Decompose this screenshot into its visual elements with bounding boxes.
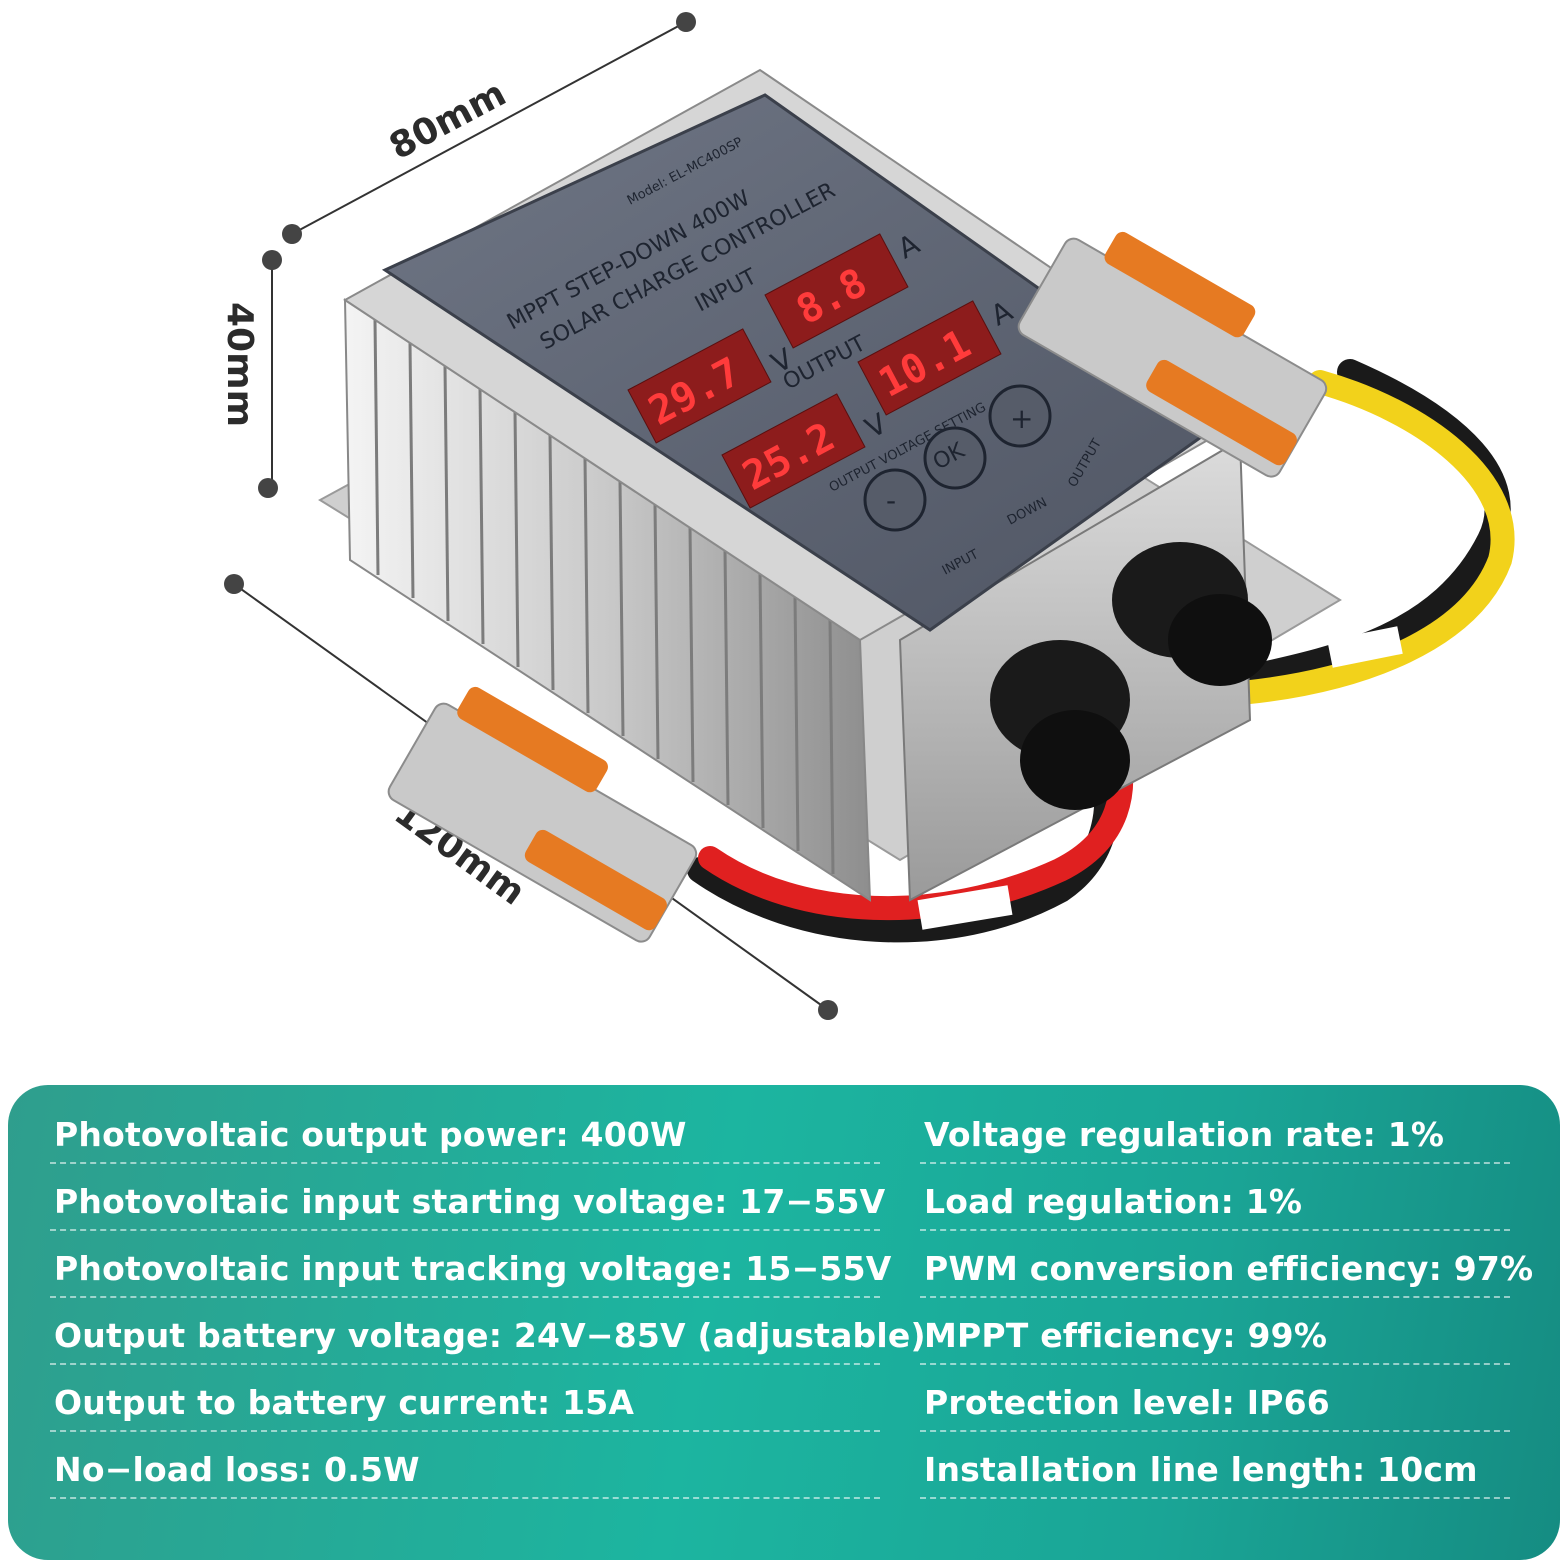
output-cable-gland <box>1112 542 1272 686</box>
specs-right-column: Voltage regulation rate: 1% Load regulat… <box>920 1085 1533 1499</box>
spec-protection-level: Protection level: IP66 <box>924 1383 1330 1422</box>
spec-line-length: Installation line length: 10cm <box>924 1450 1478 1489</box>
plus-button[interactable]: + <box>988 384 1052 448</box>
spec-row: Output to battery current: 15A <box>50 1365 880 1432</box>
spec-output-current: Output to battery current: 15A <box>54 1383 635 1422</box>
spec-row: Voltage regulation rate: 1% <box>920 1097 1510 1164</box>
spec-row: Photovoltaic output power: 400W <box>50 1097 880 1164</box>
spec-load-regulation: Load regulation: 1% <box>924 1182 1303 1221</box>
spec-row: Photovoltaic input starting voltage: 17−… <box>50 1164 885 1231</box>
spec-row: Protection level: IP66 <box>920 1365 1510 1432</box>
specs-left-column: Photovoltaic output power: 400W Photovol… <box>50 1085 926 1499</box>
spec-voltage-regulation: Voltage regulation rate: 1% <box>924 1115 1445 1154</box>
ok-button[interactable]: OK <box>923 426 987 490</box>
minus-button[interactable]: - <box>863 468 927 532</box>
spec-row: PWM conversion efficiency: 97% <box>920 1231 1533 1298</box>
spec-pwm-efficiency: PWM conversion efficiency: 97% <box>924 1249 1534 1288</box>
spec-mppt-efficiency: MPPT efficiency: 99% <box>924 1316 1328 1355</box>
output-voltage-display: 25.2 V <box>721 393 892 509</box>
spec-pv-start-voltage: Photovoltaic input starting voltage: 17−… <box>54 1182 886 1221</box>
spec-row: Installation line length: 10cm <box>920 1432 1510 1499</box>
heatsink-fins <box>373 319 835 875</box>
spec-row: Output battery voltage: 24V−85V (adjusta… <box>50 1298 926 1365</box>
spec-pv-tracking-voltage: Photovoltaic input tracking voltage: 15−… <box>54 1249 892 1288</box>
output-cables <box>1227 359 1515 704</box>
spec-row: Photovoltaic input tracking voltage: 15−… <box>50 1231 891 1298</box>
spec-no-load-loss: No−load loss: 0.5W <box>54 1450 420 1489</box>
dimension-40mm-label: 40mm <box>219 302 260 427</box>
minus-button-label: - <box>886 484 896 517</box>
dimension-40mm: 40mm <box>219 250 282 498</box>
spec-output-battery-voltage: Output battery voltage: 24V−85V (adjusta… <box>54 1316 926 1355</box>
input-cable-gland <box>990 640 1130 810</box>
spec-row: MPPT efficiency: 99% <box>920 1298 1510 1365</box>
spec-row: Load regulation: 1% <box>920 1164 1510 1231</box>
specifications-panel: Photovoltaic output power: 400W Photovol… <box>8 1085 1560 1560</box>
plus-button-label: + <box>1010 402 1033 435</box>
product-illustration: 80mm 40mm 120mm <box>219 12 1515 1020</box>
spec-row: No−load loss: 0.5W <box>50 1432 880 1499</box>
dimension-80mm-label: 80mm <box>383 73 513 168</box>
spec-pv-output-power: Photovoltaic output power: 400W <box>54 1115 687 1154</box>
output-lever-connector <box>1017 231 1328 478</box>
input-lever-connector <box>387 686 698 943</box>
